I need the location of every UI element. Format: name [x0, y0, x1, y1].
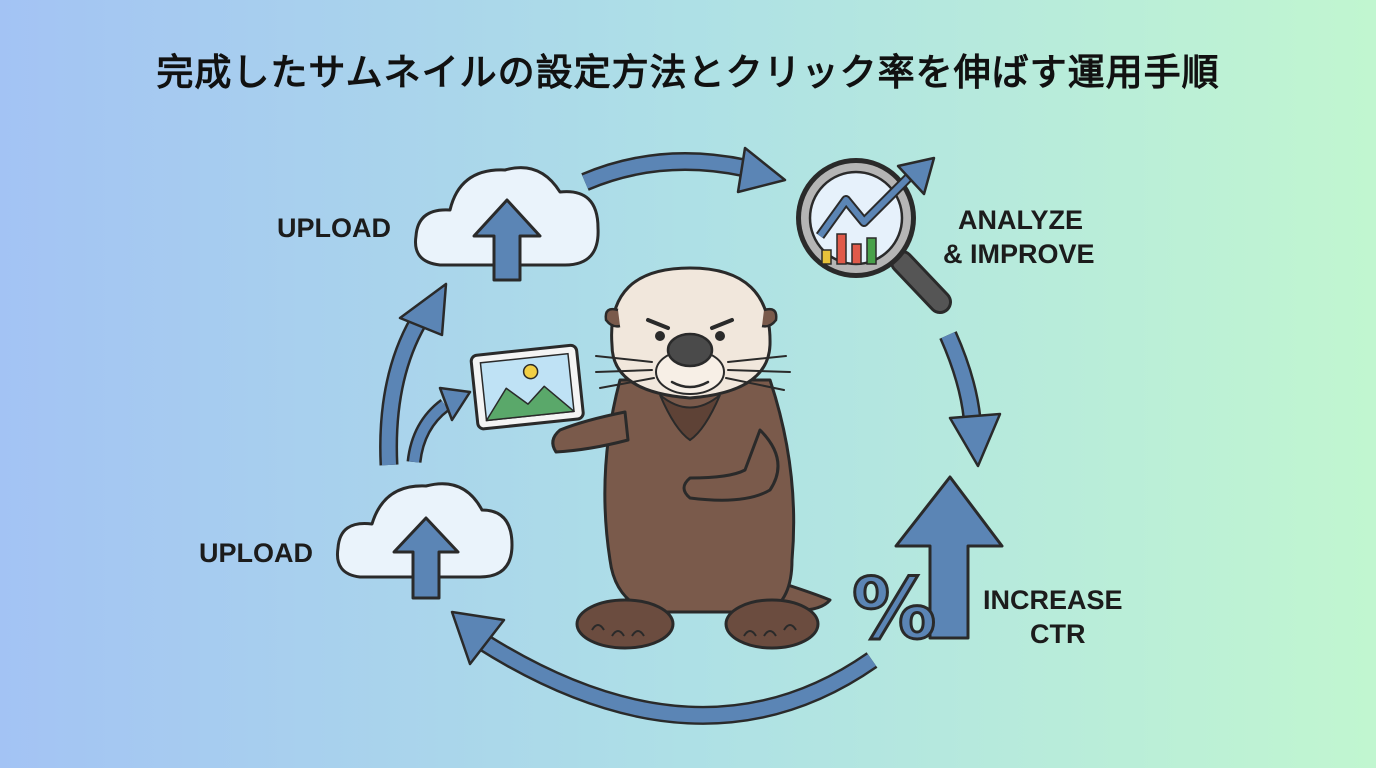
analyze-label-line1: ANALYZE [958, 205, 1084, 235]
arrow-bottom [450, 610, 878, 725]
cloud-upload-top-icon [414, 166, 600, 282]
increase-label-line1: INCREASE [983, 585, 1123, 615]
upload-top-label: UPLOAD [277, 213, 391, 243]
arrow-small-curve [406, 386, 472, 464]
upload-bottom-label: UPLOAD [199, 538, 313, 568]
magnifier-chart-icon [796, 156, 952, 314]
arrow-top [581, 146, 787, 194]
arrow-right-down [939, 331, 1002, 468]
page-title: 完成したサムネイルの設定方法とクリック率を伸ばす運用手順 [156, 51, 1220, 94]
thumbnail-tablet-icon [469, 343, 585, 431]
otter-character [551, 266, 832, 650]
percent-icon: % [852, 560, 936, 658]
cloud-upload-bottom-icon [335, 482, 514, 600]
arrow-left-up [379, 282, 448, 466]
increase-label-line2: CTR [1030, 619, 1086, 649]
increase-arrow-icon [894, 475, 1004, 640]
analyze-label-line2: & IMPROVE [943, 239, 1095, 269]
